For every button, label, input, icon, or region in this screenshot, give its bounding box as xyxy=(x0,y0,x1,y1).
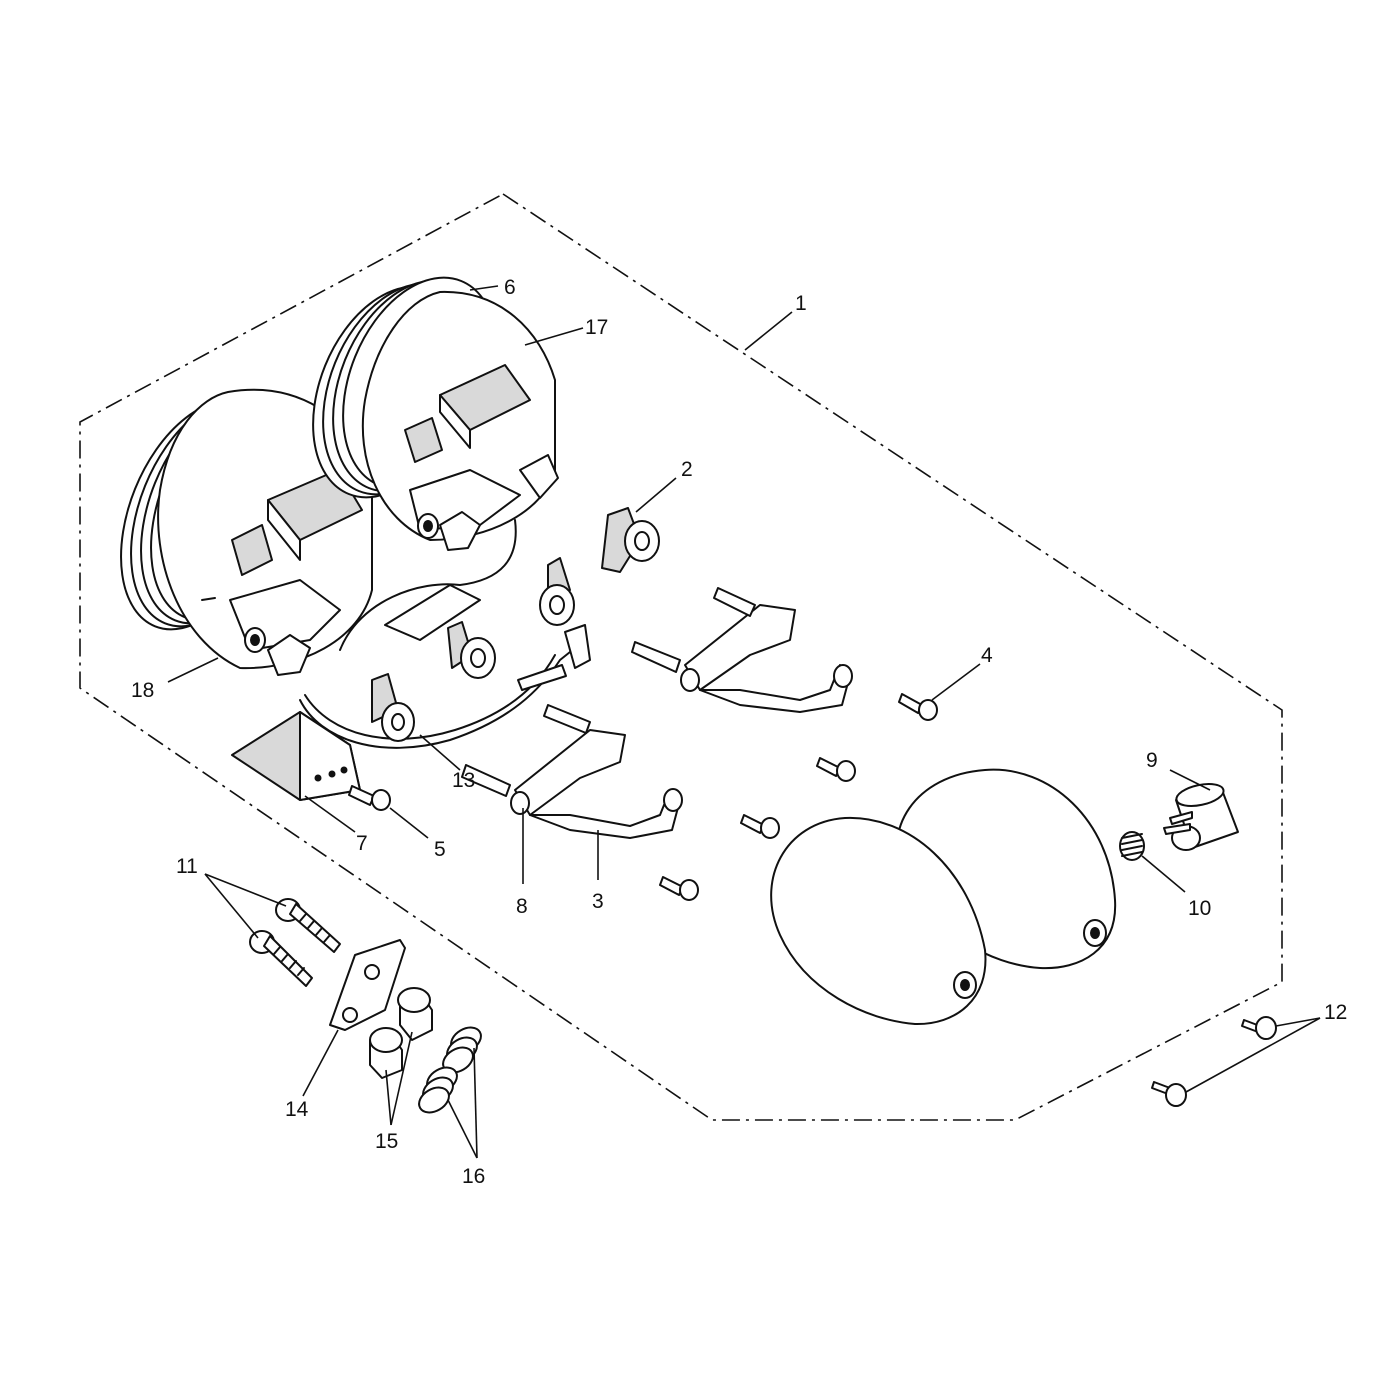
callout-4: 4 xyxy=(981,644,993,667)
plate-part-14 xyxy=(329,939,406,1031)
screw-part-12-lower xyxy=(1151,1081,1187,1107)
leader-lines xyxy=(167,285,1321,1159)
callout-5: 5 xyxy=(434,838,446,861)
bushing-part-15-lower xyxy=(369,1027,403,1079)
callout-12: 12 xyxy=(1324,1001,1347,1024)
upper-mounting-arm xyxy=(631,587,853,713)
callout-1: 1 xyxy=(795,292,807,315)
callout-10: 10 xyxy=(1188,897,1211,920)
callout-6: 6 xyxy=(504,276,516,299)
callout-7: 7 xyxy=(356,832,368,855)
spring-part-10 xyxy=(1119,831,1145,861)
callout-13: 13 xyxy=(452,769,475,792)
mounting-arm-part-3 xyxy=(510,729,683,839)
grommet-part-2 xyxy=(601,507,660,573)
bushing-part-15-upper xyxy=(397,987,433,1041)
screw-small-b xyxy=(740,814,780,839)
screw-small-c xyxy=(659,876,699,901)
screw-small-a xyxy=(816,757,856,782)
rear-cover-left xyxy=(770,816,987,1026)
callout-3: 3 xyxy=(592,890,604,913)
callout-16: 16 xyxy=(462,1165,485,1188)
bulb-socket-part-9 xyxy=(1163,783,1239,851)
screw-part-12-upper xyxy=(1241,1016,1277,1040)
callout-11: 11 xyxy=(176,855,198,878)
screw-part-4 xyxy=(898,693,938,721)
assembly-boundary xyxy=(79,193,1283,1121)
bracket-part-7 xyxy=(231,711,361,801)
callout-17: 17 xyxy=(585,316,608,339)
callout-15: 15 xyxy=(375,1130,398,1153)
right-gauge-housing xyxy=(312,276,559,551)
callout-2: 2 xyxy=(681,458,693,481)
callout-18: 18 xyxy=(131,679,154,702)
screw-part-5 xyxy=(348,785,391,811)
callout-14: 14 xyxy=(285,1098,309,1121)
callout-8: 8 xyxy=(516,895,528,918)
stud-bolt-part-8 xyxy=(461,664,591,797)
rings-part-16-upper xyxy=(442,1026,482,1074)
bolt-part-11-lower xyxy=(249,930,313,987)
rings-part-16-lower xyxy=(418,1066,458,1114)
callout-labels: 1 2 3 4 5 6 7 8 9 10 11 12 13 14 15 16 1… xyxy=(131,276,1347,1188)
callout-9: 9 xyxy=(1146,749,1158,772)
bolt-part-11-upper xyxy=(275,898,341,953)
